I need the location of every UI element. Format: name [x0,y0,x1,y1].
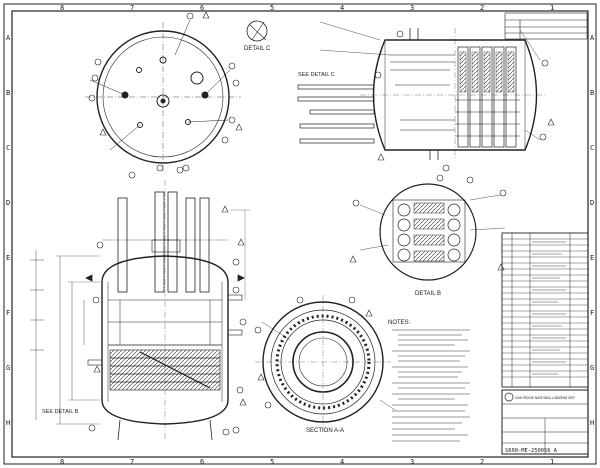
detail-b-title: DETAIL B [415,291,441,297]
section-aa-view [254,295,396,430]
plan-view-top-head [85,11,243,174]
zone-letter: E [6,254,10,262]
zone-number: 5 [270,4,274,12]
zone-number: 2 [480,4,484,12]
zone-number: 3 [410,4,414,12]
zone-letter: C [590,144,594,152]
zone-letter: D [6,199,10,207]
title-block-org: OAK RIDGE NATIONAL LABORATORY [515,396,576,400]
parts-list-table [501,232,589,388]
drawing-number: S600-ME-250056 A [505,448,558,454]
zone-letter: H [590,419,594,427]
zone-number: 5 [270,458,274,466]
zone-letter: G [6,364,10,372]
title-block: OAK RIDGE NATIONAL LABORATORY S600-ME-25… [501,389,589,455]
detail-c-title: DETAIL C [244,46,271,52]
section-aa-title: SECTION A-A [306,428,344,434]
zone-number: 1 [550,458,554,466]
notes-block: NOTES: [388,320,470,442]
zone-letter: F [6,309,10,317]
zone-number: 4 [340,4,344,12]
zone-number: 6 [200,4,204,12]
notes-heading: NOTES: [388,320,411,326]
zone-letter: H [6,419,10,427]
zone-letter: G [590,364,594,372]
border-zone-markers: A B C D E F G H A B C D E F G H 8 7 6 5 … [6,4,595,466]
zone-number: 7 [130,4,134,12]
zone-letter: A [6,34,11,42]
horizontal-vessel-view [297,21,555,172]
zone-number: 2 [480,458,484,466]
zone-letter: C [6,144,10,152]
see-detail-c-label: SEE DETAIL C [298,72,335,78]
zone-number: 1 [550,4,554,12]
vertical-vessel-elevation [56,164,250,441]
zone-number: 8 [60,4,64,12]
section-cut-markers [85,274,245,282]
detail-b-view [349,174,507,281]
zone-number: 3 [410,458,414,466]
revision-block [504,12,588,40]
zone-number: 7 [130,458,134,466]
zone-letter: D [590,199,594,207]
zone-letter: B [590,89,594,97]
zone-letter: E [590,254,594,262]
zone-letter: A [590,34,595,42]
detail-c-callout: DETAIL C [244,20,271,52]
zone-number: 4 [340,458,344,466]
zone-letter: F [590,309,594,317]
zone-number: 8 [60,458,64,466]
see-detail-b-label: SEE DETAIL B [42,409,79,415]
left-dimension-strip [30,250,44,420]
zone-letter: B [6,89,10,97]
zone-number: 6 [200,458,204,466]
